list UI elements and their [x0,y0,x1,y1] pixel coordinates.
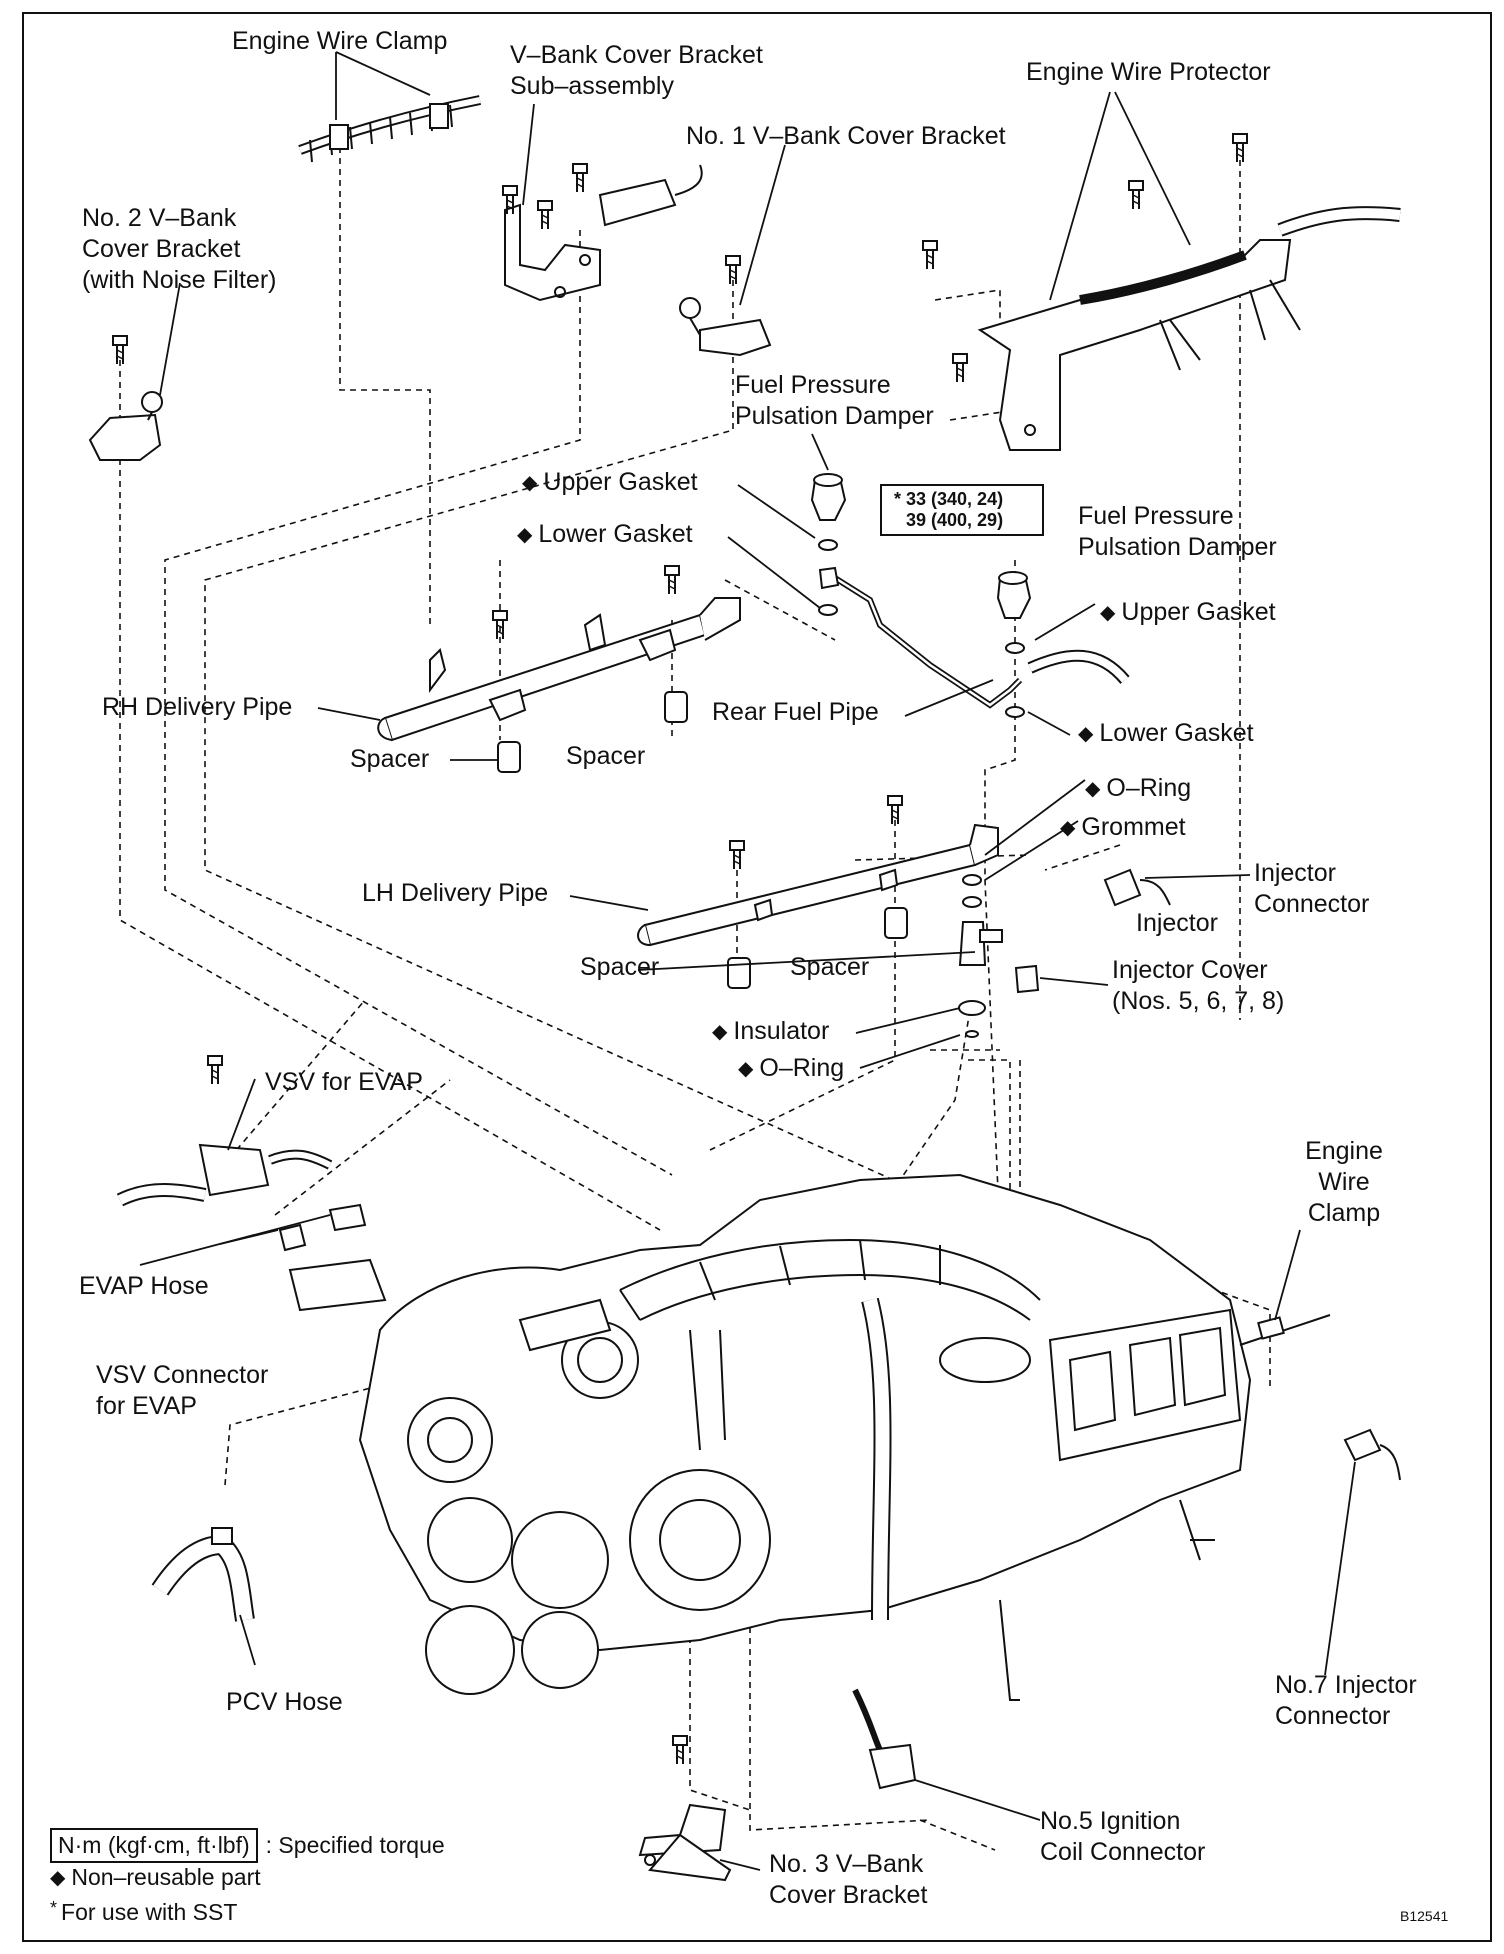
spacers [497,691,908,989]
label-lower-gasket-1: ◆Lower Gasket [517,519,693,551]
engine-assembly [358,1173,1252,1701]
figure-code: B12541 [1400,1908,1449,1924]
label-fuel-pressure-pulsation-damper-2: Fuel Pressure Pulsation Damper [1078,502,1277,561]
label-injector: Injector [1136,909,1218,937]
injector-assembly [958,868,1171,1038]
label-engine-wire-protector: Engine Wire Protector [1026,58,1271,86]
label-no7-injector-connector: No.7 Injector Connector [1275,1671,1417,1730]
no3-v-bank-cover-bracket [638,1803,732,1882]
non-reusable-diamond: ◆ [50,1867,66,1889]
engine-wire-protector [977,206,1401,451]
legend-non-reusable: ◆Non–reusable part [50,1862,261,1894]
non-reusable-diamond: ◆ [712,1021,728,1043]
legend-torque-unit-box: N·m (kgf·cm, ft·lbf) [50,1828,258,1863]
legend-torque-desc: : Specified torque [265,1832,445,1858]
label-rear-fuel-pipe: Rear Fuel Pipe [712,698,879,726]
label-o-ring-1: ◆O–Ring [1085,773,1191,805]
no7-injector-connector [1343,1428,1401,1481]
no2-v-bank-cover-bracket [88,391,163,461]
label-spacer-2: Spacer [566,742,646,770]
legend-sst: *For use with SST [50,1893,237,1928]
label-upper-gasket-1: ◆Upper Gasket [522,467,698,499]
label-spacer-1: Spacer [350,745,430,773]
label-v-bank-cover-bracket-sub-assembly: V–Bank Cover Bracket Sub–assembly [510,41,763,100]
label-o-ring-2: ◆O–Ring [738,1053,844,1085]
rear-fuel-pipe [833,575,1130,709]
label-vsv-connector-for-evap: VSV Connector for EVAP [96,1361,269,1420]
label-upper-gasket-2: ◆Upper Gasket [1100,597,1276,629]
legend-sst-mark: * [50,1898,58,1918]
label-spacer-3: Spacer [580,953,660,981]
no5-ignition-coil-connector [852,1688,917,1790]
legend-sst-desc: For use with SST [61,1899,238,1925]
label-spacer-4: Spacer [790,953,870,981]
fuel-pressure-pulsation-dampers [810,473,1032,619]
label-engine-wire-clamp-right: Engine Wire Clamp [1305,1137,1383,1227]
label-injector-connector: Injector Connector [1254,859,1370,918]
legend-torque: N·m (kgf·cm, ft·lbf) : Specified torque [50,1828,445,1863]
non-reusable-diamond: ◆ [1100,602,1116,624]
label-evap-hose: EVAP Hose [79,1272,209,1300]
non-reusable-diamond: ◆ [517,524,533,546]
label-engine-wire-clamp-top: Engine Wire Clamp [232,27,448,55]
v-bank-cover-bracket-sub-assembly [504,164,703,302]
rh-delivery-pipe [377,597,741,742]
leader-lines [139,51,1356,1871]
torque-spec-line-2: 39 (400, 29) [906,510,1004,530]
label-injector-cover: Injector Cover (Nos. 5, 6, 7, 8) [1112,956,1285,1015]
label-lh-delivery-pipe: LH Delivery Pipe [362,879,549,907]
torque-spec-box: * 33 (340, 24) 39 (400, 29) [880,484,1044,536]
engine-wire-clamp-top [298,95,481,163]
label-insulator: ◆Insulator [712,1016,829,1048]
non-reusable-diamond: ◆ [1060,817,1076,839]
vsv-for-evap [116,1143,387,1312]
label-pcv-hose: PCV Hose [226,1688,343,1716]
label-grommet: ◆Grommet [1060,812,1186,844]
non-reusable-diamond: ◆ [1078,723,1094,745]
non-reusable-diamond: ◆ [522,472,538,494]
figure-frame [22,12,1492,1942]
torque-spec-line-1: * 33 (340, 24) [894,489,1004,509]
no1-v-bank-cover-bracket [679,297,772,357]
pcv-hose [151,1527,255,1622]
label-lower-gasket-2: ◆Lower Gasket [1078,718,1254,750]
label-no5-ignition-coil-connector: No.5 Ignition Coil Connector [1040,1807,1206,1866]
non-reusable-diamond: ◆ [738,1058,754,1080]
engine-wire-clamp-right [1239,1314,1331,1346]
label-no2-v-bank-cover-bracket: No. 2 V–Bank Cover Bracket (with Noise F… [82,204,277,294]
label-rh-delivery-pipe: RH Delivery Pipe [102,693,293,721]
gaskets [818,539,1025,718]
label-no3-v-bank-cover-bracket: No. 3 V–Bank Cover Bracket [769,1850,928,1909]
lh-delivery-pipe [637,823,999,947]
label-vsv-for-evap: VSV for EVAP [265,1068,423,1096]
label-fuel-pressure-pulsation-damper-1: Fuel Pressure Pulsation Damper [735,371,934,430]
non-reusable-diamond: ◆ [1085,778,1101,800]
legend-non-reusable-desc: Non–reusable part [71,1864,261,1890]
label-no1-v-bank-cover-bracket: No. 1 V–Bank Cover Bracket [686,122,1006,150]
